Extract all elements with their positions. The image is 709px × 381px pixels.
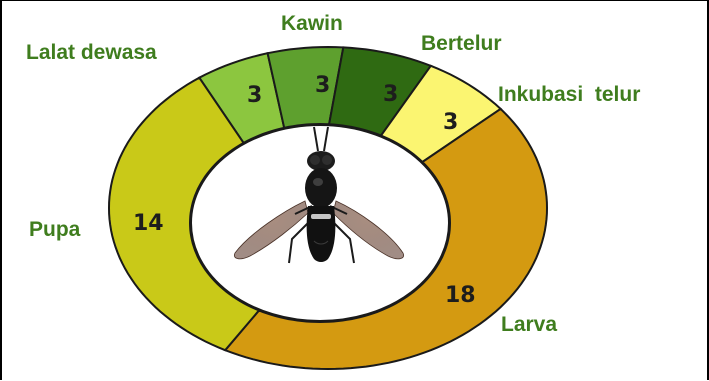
label-inkubasi-telur: Inkubasi telur: [498, 83, 640, 106]
value-pupa: 14: [133, 211, 164, 236]
value-kawin: 3: [315, 73, 330, 98]
label-lalat-dewasa: Lalat dewasa: [26, 41, 157, 64]
label-kawin: Kawin: [281, 12, 343, 35]
label-larva: Larva: [501, 313, 557, 336]
value-lalat-dewasa: 3: [247, 83, 262, 108]
value-larva: 18: [445, 283, 476, 308]
value-inkubasi-telur: 3: [443, 110, 458, 135]
label-pupa: Pupa: [29, 218, 81, 241]
label-bertelur: Bertelur: [421, 32, 502, 55]
value-bertelur: 3: [383, 82, 398, 107]
